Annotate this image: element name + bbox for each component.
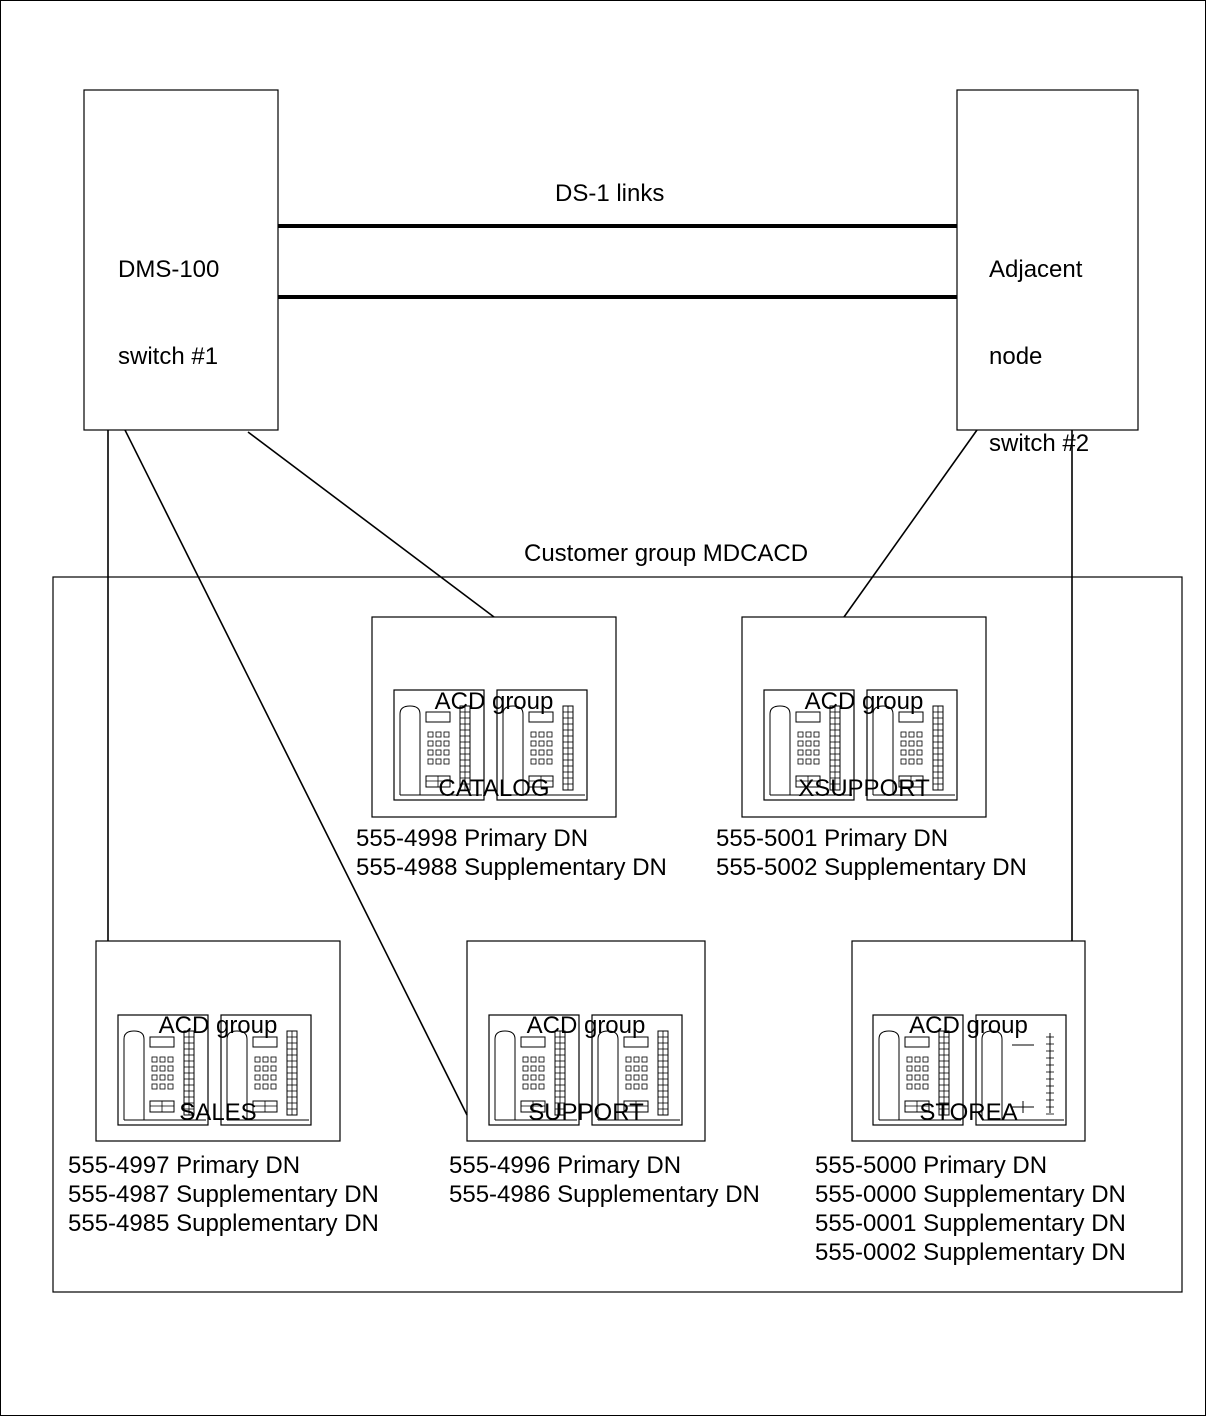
- dn-line: 555-4985 Supplementary DN: [68, 1210, 379, 1237]
- acd-title-xsupport-line2: XSUPPORT: [798, 775, 930, 802]
- dn-line: 555-5000 Primary DN: [815, 1152, 1048, 1179]
- acd-title-storea-line2: STOREA: [919, 1099, 1018, 1126]
- telephone-set-icon: [393, 689, 485, 801]
- acd-title-sales-line1: ACD group: [158, 1012, 278, 1039]
- acd-title-sales-line2: SALES: [179, 1099, 257, 1126]
- switch1-label-line1: DMS-100: [118, 256, 220, 283]
- switch2-label: Adjacent node switch #2: [989, 197, 1089, 487]
- dn-list-sales: 555-4997 Primary DN 555-4987 Supplementa…: [68, 1151, 379, 1238]
- switch2-label-line1: Adjacent: [989, 256, 1083, 283]
- acd-title-storea: ACD group STOREA: [852, 953, 1085, 1156]
- dn-line: 555-4986 Supplementary DN: [449, 1181, 760, 1208]
- customer-group-box: [52, 576, 1183, 1293]
- telephone-set-icon: [866, 689, 958, 801]
- conn-switch1-support: [124, 429, 468, 1116]
- acd-title-catalog: ACD group CATALOG: [372, 629, 616, 832]
- switch1-label-line2: switch #1: [118, 343, 219, 370]
- acd-box-xsupport: [741, 616, 987, 818]
- ds1-links-label: DS-1 links: [555, 180, 665, 207]
- telephone-set-icon: [117, 1014, 209, 1126]
- telephone-set-icon: [872, 1014, 964, 1126]
- acd-title-support: ACD group SUPPORT: [467, 953, 705, 1156]
- switch1-box: [83, 89, 279, 431]
- switch2-label-line2: node: [989, 343, 1043, 370]
- conn-switch2-xsupport: [843, 429, 978, 618]
- dn-line: 555-4988 Supplementary DN: [356, 854, 667, 881]
- dn-list-xsupport: 555-5001 Primary DN 555-5002 Supplementa…: [716, 824, 1027, 882]
- acd-title-catalog-line2: CATALOG: [438, 775, 550, 802]
- acd-title-sales: ACD group SALES: [96, 953, 340, 1156]
- dn-list-support: 555-4996 Primary DN 555-4986 Supplementa…: [449, 1151, 760, 1209]
- dn-list-storea: 555-5000 Primary DN 555-0000 Supplementa…: [815, 1151, 1126, 1267]
- telephone-set-icon: [488, 1014, 580, 1126]
- dn-line: 555-5001 Primary DN: [716, 825, 949, 852]
- acd-box-storea: [851, 940, 1086, 1142]
- acd-title-catalog-line1: ACD group: [434, 688, 554, 715]
- dn-line: 555-4987 Supplementary DN: [68, 1181, 379, 1208]
- acd-title-support-line1: ACD group: [526, 1012, 646, 1039]
- switch1-label: DMS-100 switch #1: [118, 197, 219, 400]
- telephone-set-icon-simple: [975, 1014, 1067, 1126]
- telephone-set-icon: [763, 689, 855, 801]
- dn-list-catalog: 555-4998 Primary DN 555-4988 Supplementa…: [356, 824, 667, 882]
- dn-line: 555-4997 Primary DN: [68, 1152, 301, 1179]
- acd-title-xsupport: ACD group XSUPPORT: [742, 629, 986, 832]
- acd-title-storea-line1: ACD group: [909, 1012, 1028, 1039]
- acd-title-support-line2: SUPPORT: [528, 1099, 644, 1126]
- customer-group-label: Customer group MDCACD: [524, 540, 809, 567]
- conn-switch1-catalog: [247, 431, 495, 618]
- acd-box-support: [466, 940, 706, 1142]
- telephone-set-icon: [591, 1014, 683, 1126]
- acd-title-xsupport-line1: ACD group: [804, 688, 924, 715]
- dn-line: 555-4998 Primary DN: [356, 825, 589, 852]
- dn-line: 555-4996 Primary DN: [449, 1152, 682, 1179]
- dn-line: 555-0000 Supplementary DN: [815, 1181, 1126, 1208]
- switch2-box: [956, 89, 1139, 431]
- acd-box-catalog: [371, 616, 617, 818]
- telephone-set-icon: [220, 1014, 312, 1126]
- dn-line: 555-0002 Supplementary DN: [815, 1239, 1126, 1266]
- acd-box-sales: [95, 940, 341, 1142]
- dn-line: 555-5002 Supplementary DN: [716, 854, 1027, 881]
- telephone-set-icon: [496, 689, 588, 801]
- dn-line: 555-0001 Supplementary DN: [815, 1210, 1126, 1237]
- switch2-label-line3: switch #2: [989, 430, 1090, 457]
